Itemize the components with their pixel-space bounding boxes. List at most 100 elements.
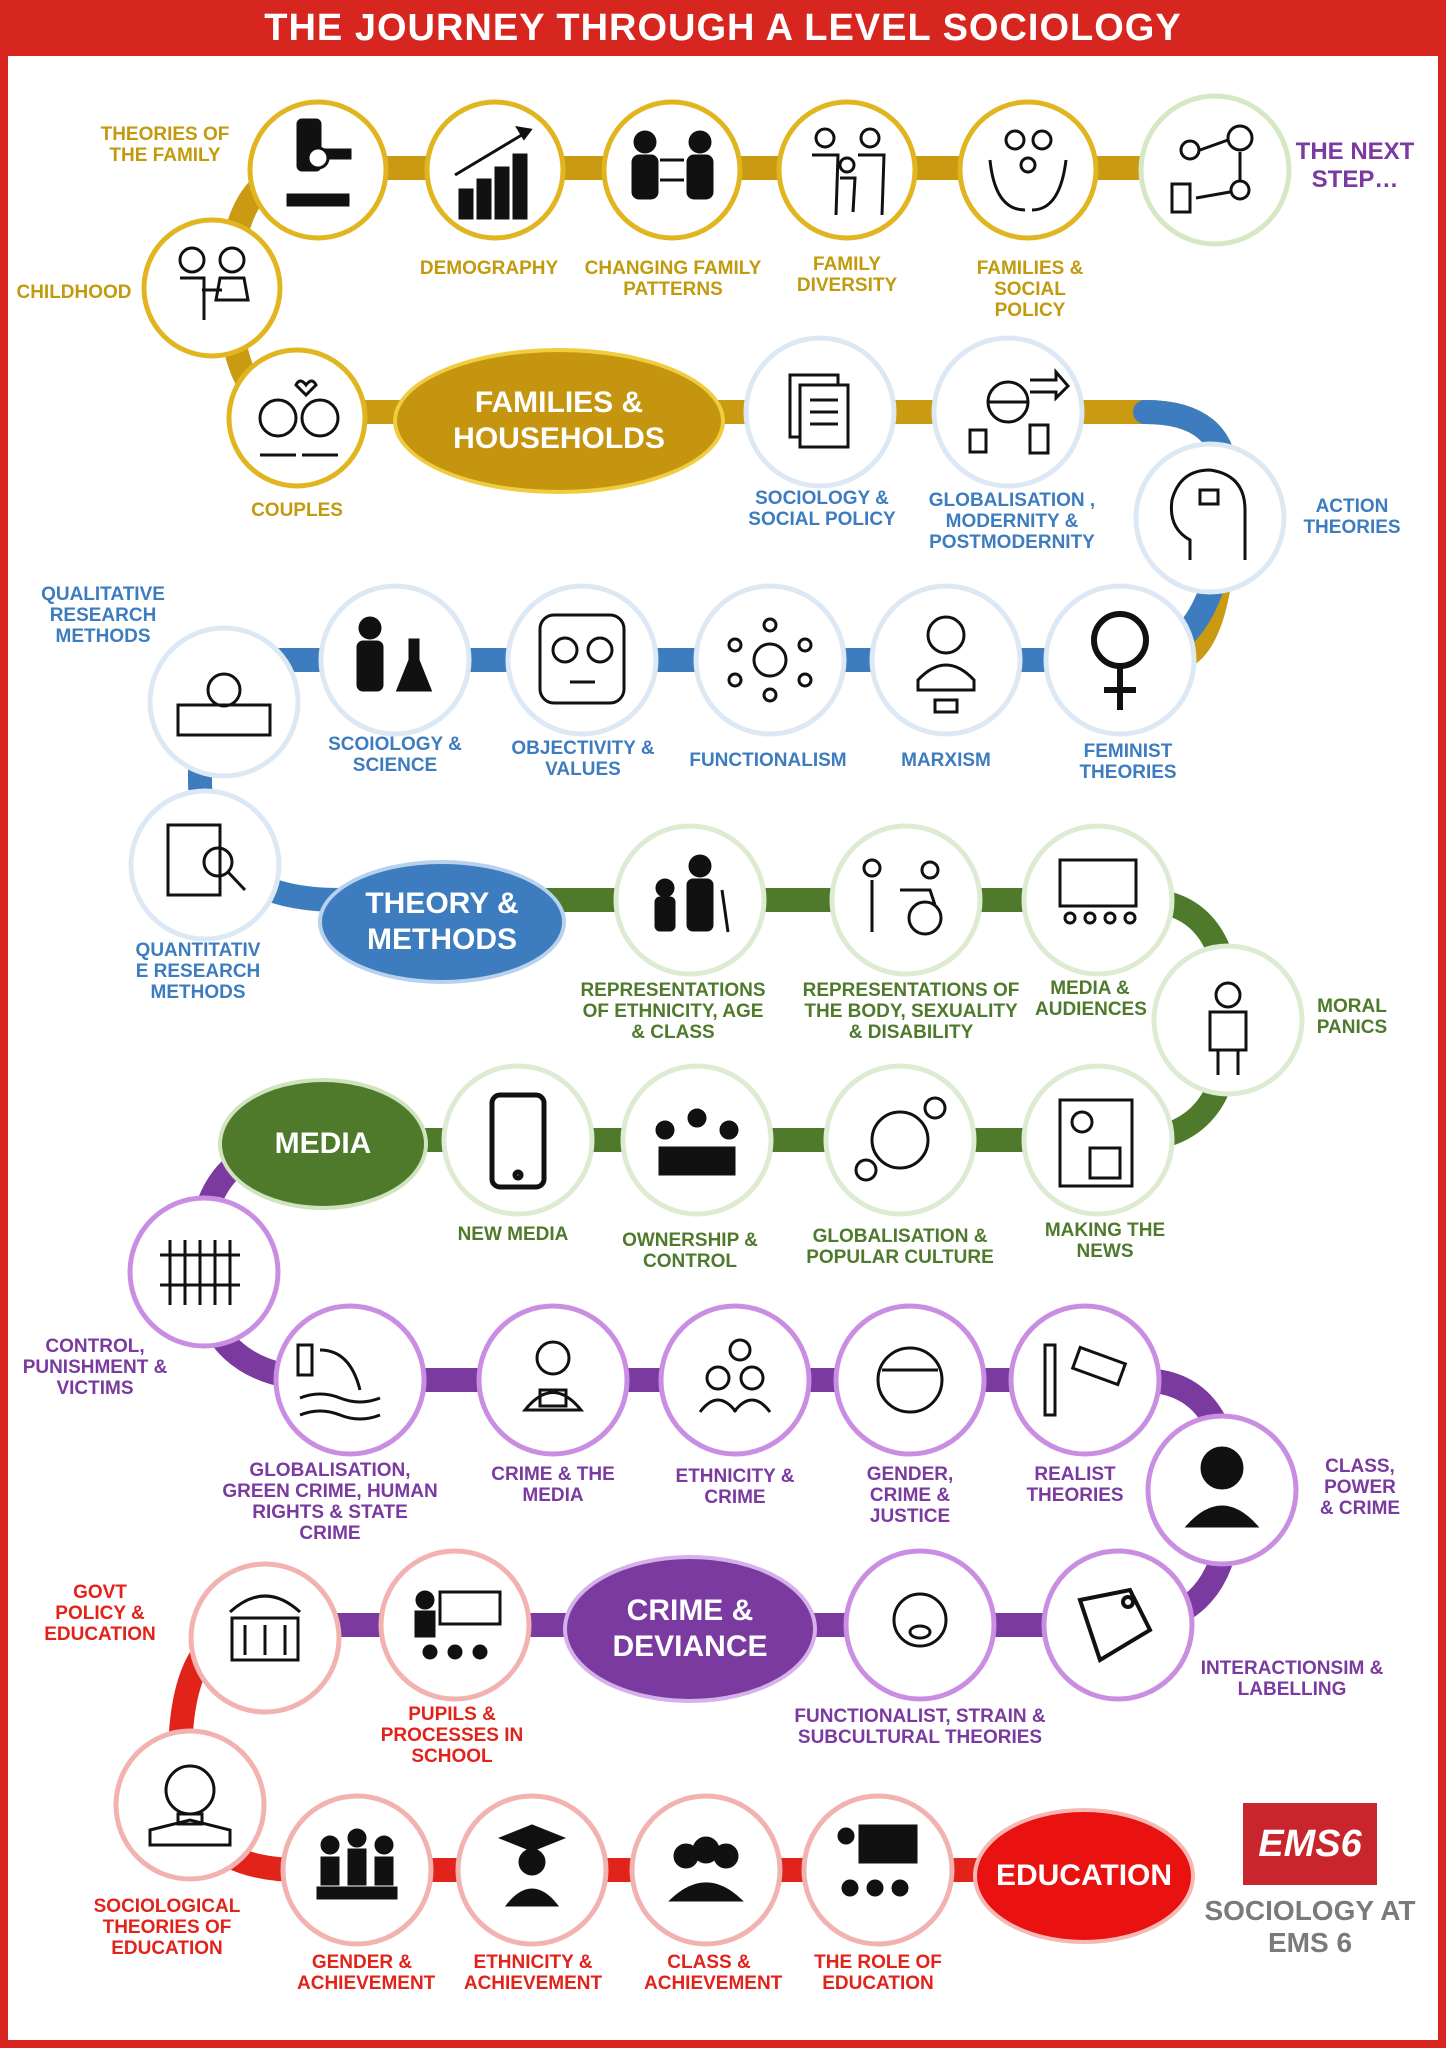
label-soc-theories-edu: SOCIOLOGICAL THEORIES OF EDUCATION bbox=[93, 1896, 241, 1959]
cctv-camera-icon bbox=[1043, 1343, 1128, 1417]
children-icon bbox=[178, 246, 250, 320]
node-control-punishment bbox=[127, 1195, 281, 1349]
celebrating-kids-icon bbox=[316, 1828, 398, 1900]
ems6-logo: EMS6 bbox=[1243, 1803, 1377, 1885]
label-tag-icon bbox=[1077, 1587, 1153, 1663]
label-globalisation-modernity: GLOBALISATION , MODERNITY & POSTMODERNIT… bbox=[928, 490, 1096, 553]
node-marxism bbox=[869, 583, 1023, 737]
label-marxism: MARXISM bbox=[901, 750, 991, 771]
label-interactionism: INTERACTIONSIM & LABELLING bbox=[1200, 1658, 1384, 1700]
label-ethnicity-achievement: ETHNICITY & ACHIEVEMENT bbox=[463, 1952, 603, 1994]
node-glob-culture bbox=[823, 1063, 977, 1217]
logo-caption: SOCIOLOGY AT EMS 6 bbox=[1204, 1895, 1416, 1958]
group-people-icon bbox=[668, 1836, 744, 1902]
government-building-icon bbox=[228, 1594, 302, 1662]
label-feminist: FEMINIST THEORIES bbox=[1079, 741, 1177, 783]
node-ethnicity-crime bbox=[658, 1303, 812, 1457]
prison-bars-icon bbox=[160, 1240, 240, 1305]
node-green-crime bbox=[273, 1303, 427, 1457]
node-functionalism bbox=[693, 583, 847, 737]
label-next-step: THE NEXT STEP… bbox=[1295, 138, 1415, 193]
node-realist bbox=[1008, 1303, 1162, 1457]
pollution-pipe-icon bbox=[296, 1343, 381, 1421]
graduate-icon bbox=[497, 1824, 567, 1907]
glasses-face-icon bbox=[538, 613, 626, 705]
node-interactionism bbox=[1041, 1548, 1195, 1702]
node-rep-body bbox=[829, 823, 983, 977]
node-crime-media bbox=[476, 1303, 630, 1457]
label-couples: COUPLES bbox=[251, 500, 343, 521]
people-question-icon bbox=[698, 1338, 772, 1413]
node-role-education bbox=[801, 1793, 955, 1947]
label-family-diversity: FAMILY DIVERSITY bbox=[796, 254, 898, 296]
section-media: MEDIA bbox=[218, 1078, 428, 1210]
label-pupils-processes: PUPILS & PROCESSES IN SCHOOL bbox=[380, 1704, 524, 1767]
classroom-board-icon bbox=[837, 1824, 918, 1897]
mugshot-icon bbox=[521, 1340, 585, 1412]
node-next-step bbox=[1138, 93, 1292, 247]
lightbulb-book-icon bbox=[148, 1764, 232, 1847]
couple-icon bbox=[258, 379, 340, 457]
node-class-achievement bbox=[629, 1793, 783, 1947]
label-functionalism: FUNCTIONALISM bbox=[689, 750, 847, 771]
meeting-table-icon bbox=[655, 1108, 739, 1176]
feminist-symbol-icon bbox=[1091, 611, 1149, 710]
scientist-icon bbox=[356, 616, 433, 692]
node-media-audiences bbox=[1021, 823, 1175, 977]
label-rep-body: REPRESENTATIONS OF THE BODY, SEXUALITY &… bbox=[802, 980, 1020, 1043]
node-sociology-science bbox=[318, 583, 472, 737]
label-class-power: CLASS, POWER & CRIME bbox=[1319, 1456, 1401, 1519]
node-action-theories bbox=[1133, 441, 1287, 595]
node-qualitative bbox=[147, 625, 301, 779]
node-childhood bbox=[141, 217, 283, 359]
label-class-achievement: CLASS & ACHIEVEMENT bbox=[644, 1952, 783, 1994]
businessman-dollar-icon bbox=[1184, 1446, 1260, 1528]
node-changing-patterns bbox=[601, 99, 743, 241]
label-action-theories: ACTION THEORIES bbox=[1303, 496, 1401, 538]
label-green-crime: GLOBALISATION, GREEN CRIME, HUMAN RIGHTS… bbox=[222, 1460, 438, 1544]
shouting-face-icon bbox=[892, 1592, 948, 1648]
node-class-power bbox=[1145, 1413, 1299, 1567]
node-gender-crime bbox=[833, 1303, 987, 1457]
audience-screen-icon bbox=[1058, 858, 1138, 925]
node-ownership bbox=[620, 1063, 774, 1217]
label-control-punishment: CONTROL, PUNISHMENT & VICTIMS bbox=[22, 1336, 168, 1399]
report-magnifier-icon bbox=[166, 823, 247, 897]
section-families: FAMILIES & HOUSEHOLDS bbox=[393, 348, 725, 494]
label-changing-patterns: CHANGING FAMILY PATTERNS bbox=[584, 258, 762, 300]
family-icon bbox=[812, 127, 886, 216]
label-sociology-policy: SOCIOLOGY & SOCIAL POLICY bbox=[748, 488, 896, 530]
globe-city-icon bbox=[968, 367, 1071, 455]
smartphone-icon bbox=[489, 1092, 547, 1190]
node-globalisation-modernity bbox=[931, 335, 1085, 489]
label-qualitative: QUALITATIVE RESEARCH METHODS bbox=[41, 584, 165, 647]
label-demography: DEMOGRAPHY bbox=[419, 258, 559, 279]
researcher-icon bbox=[176, 672, 272, 737]
node-feminist bbox=[1043, 583, 1197, 737]
node-making-news bbox=[1021, 1063, 1175, 1217]
globe-people-icon bbox=[854, 1096, 947, 1182]
label-functionalist-strain: FUNCTIONALIST, STRAIN & SUBCULTURAL THEO… bbox=[794, 1706, 1046, 1748]
label-rep-ethnicity: REPRESENTATIONS OF ETHNICITY, AGE & CLAS… bbox=[580, 980, 766, 1043]
label-new-media: NEW MEDIA bbox=[457, 1224, 569, 1245]
label-crime-media: CRIME & THE MEDIA bbox=[491, 1464, 615, 1506]
growth-chart-icon bbox=[454, 125, 533, 220]
wheelchair-icon bbox=[862, 858, 943, 936]
label-sociology-science: SCOIOLOGY & SCIENCE bbox=[328, 734, 462, 776]
page-title: THE JOURNEY THROUGH A LEVEL SOCIOLOGY bbox=[0, 0, 1446, 56]
label-govt-policy: GOVT POLICY & EDUCATION bbox=[44, 1582, 156, 1645]
label-role-education: THE ROLE OF EDUCATION bbox=[814, 1952, 942, 1994]
panic-person-icon bbox=[1208, 981, 1248, 1075]
node-soc-theories-edu bbox=[113, 1728, 267, 1882]
label-moral-panics: MORAL PANICS bbox=[1316, 996, 1388, 1038]
microscope-icon bbox=[286, 118, 352, 207]
node-moral-panics bbox=[1151, 943, 1305, 1097]
label-media-audiences: MEDIA & AUDIENCES bbox=[1035, 978, 1147, 1020]
policy-document-icon bbox=[788, 373, 850, 449]
network-gear-icon bbox=[727, 617, 813, 703]
section-theory: THEORY & METHODS bbox=[318, 860, 566, 984]
woman-face-icon bbox=[876, 1346, 944, 1414]
node-family-diversity bbox=[776, 99, 918, 241]
label-making-news: MAKING THE NEWS bbox=[1044, 1220, 1166, 1262]
label-theories-family: THEORIES OF THE FAMILY bbox=[100, 124, 230, 166]
